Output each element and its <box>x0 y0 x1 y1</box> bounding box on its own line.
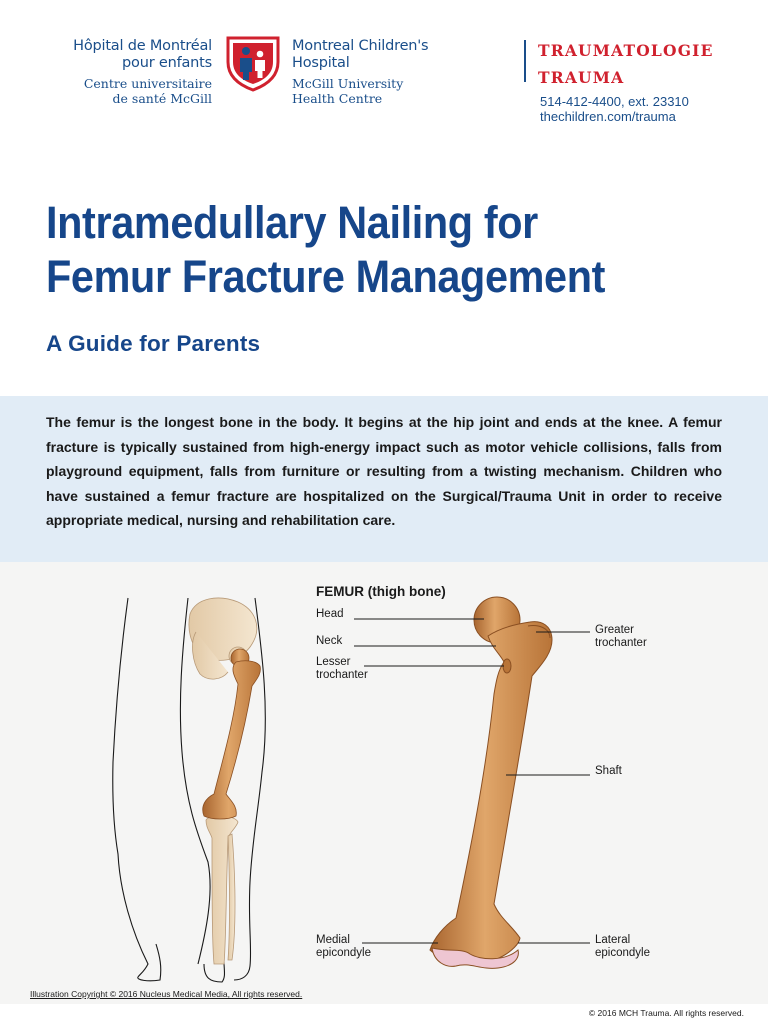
department-en: TRAUMA <box>538 68 625 87</box>
header: Hôpital de Montréal pour enfants Centre … <box>0 0 768 150</box>
website-link[interactable]: thechildren.com/trauma <box>540 109 676 124</box>
label-lesser-trochanter: Lesser trochanter <box>316 656 368 682</box>
footer-copyright: © 2016 MCH Trauma. All rights reserved. <box>588 1008 744 1018</box>
femur-illustration-panel: FEMUR (thigh bone) Head Neck Lesser troc… <box>0 562 768 1004</box>
family-shield-icon <box>226 36 280 92</box>
hospital-en-line4: Health Centre <box>292 91 383 106</box>
hospital-fr-line1: Hôpital de Montréal <box>73 38 212 54</box>
contact-info: 514-412-4400, ext. 23310 thechildren.com… <box>540 94 689 124</box>
label-lateral-line2: epicondyle <box>595 947 650 959</box>
illustration-copyright[interactable]: Illustration Copyright © 2016 Nucleus Me… <box>30 989 303 999</box>
label-medial-line1: Medial <box>316 934 350 946</box>
page-title: Intramedullary Nailing for Femur Fractur… <box>46 196 605 304</box>
label-lesser-line1: Lesser <box>316 656 351 668</box>
label-greater-line2: trochanter <box>595 637 647 649</box>
label-lateral-epicondyle: Lateral epicondyle <box>595 934 650 960</box>
intro-text: The femur is the longest bone in the bod… <box>46 414 722 528</box>
label-greater-line1: Greater <box>595 624 634 636</box>
hospital-en-line1: Montreal Children's <box>292 38 429 54</box>
label-medial-line2: epicondyle <box>316 947 371 959</box>
leg-outline <box>112 597 266 983</box>
hospital-fr-line4: de santé McGill <box>112 91 212 106</box>
leader-lines <box>354 618 590 944</box>
lower-leg-bones <box>205 815 239 965</box>
label-shaft: Shaft <box>595 765 622 777</box>
department-fr: TRAUMATOLOGIE <box>538 41 714 60</box>
label-greater-trochanter: Greater trochanter <box>595 624 647 650</box>
hospital-fr-line3: Centre universitaire <box>83 76 212 91</box>
hospital-fr-line2: pour enfants <box>122 55 212 71</box>
page-title-line2: Femur Fracture Management <box>46 251 606 302</box>
intro-panel: The femur is the longest bone in the bod… <box>0 396 768 562</box>
label-medial-epicondyle: Medial epicondyle <box>316 934 371 960</box>
header-divider <box>524 40 526 82</box>
hospital-name-fr: Hôpital de Montréal pour enfants Centre … <box>46 38 212 106</box>
label-head: Head <box>316 608 344 620</box>
figure-title: FEMUR (thigh bone) <box>316 584 446 599</box>
page-title-line1: Intramedullary Nailing for <box>46 197 538 248</box>
label-lesser-line2: trochanter <box>316 669 368 681</box>
small-femur <box>202 648 261 820</box>
department-name: TRAUMATOLOGIE TRAUMA <box>538 37 714 91</box>
page-subtitle: A Guide for Parents <box>46 331 261 356</box>
label-lateral-line1: Lateral <box>595 934 631 946</box>
phone-number: 514-412-4400, ext. 23310 <box>540 94 689 109</box>
femur-illustration <box>112 596 590 983</box>
hospital-en-line3: McGill University <box>292 76 404 91</box>
label-neck: Neck <box>316 635 343 647</box>
hospital-en-line2: Hospital <box>292 55 350 71</box>
big-femur <box>429 596 553 969</box>
hospital-name-en: Montreal Children's Hospital McGill Univ… <box>292 38 492 106</box>
